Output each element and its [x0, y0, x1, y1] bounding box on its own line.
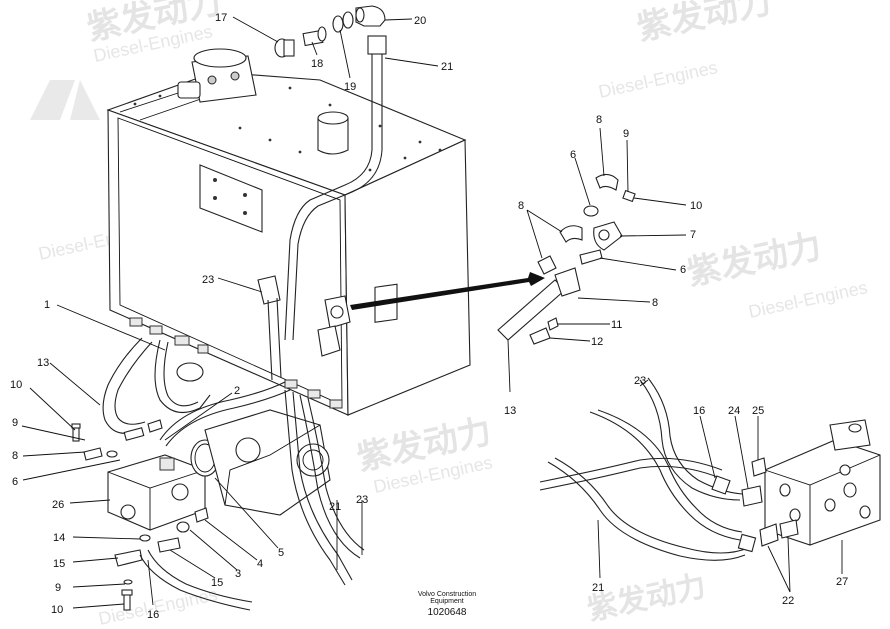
callout-18: 18	[311, 58, 323, 70]
callout-21: 21	[441, 61, 453, 73]
left-assembly	[71, 275, 365, 611]
callout-24: 24	[728, 405, 740, 417]
gear-housing-5	[204, 409, 331, 516]
tank-bottom-ports	[129, 317, 343, 409]
tube-8-lower	[497, 267, 581, 341]
callout-7: 7	[690, 229, 696, 241]
callout-5: 5	[278, 547, 284, 559]
fitting-22a	[759, 523, 779, 547]
flange-7	[593, 221, 623, 251]
port-detail-exploded	[497, 173, 636, 345]
callout-23: 23	[634, 375, 646, 387]
caption-company-sub: Equipment	[430, 598, 464, 605]
callout-10: 10	[10, 379, 22, 391]
washer-11	[547, 317, 559, 331]
callout-13: 13	[37, 357, 49, 369]
callout-16: 16	[147, 609, 159, 621]
callout-2: 2	[234, 385, 240, 397]
callout-13: 13	[504, 405, 516, 417]
callout-12: 12	[591, 336, 603, 348]
fitting-25	[751, 457, 767, 477]
callout-25: 25	[752, 405, 764, 417]
small-parts-lower	[114, 507, 209, 611]
pump-26	[107, 454, 206, 531]
callout-15: 15	[53, 558, 65, 570]
fitting-24	[741, 485, 763, 507]
fitting-19	[332, 11, 354, 33]
callout-11: 11	[611, 319, 622, 331]
fitting-21-end	[367, 35, 387, 55]
callout-8: 8	[518, 200, 524, 212]
callout-9: 9	[12, 417, 18, 429]
callout-8: 8	[596, 114, 602, 126]
callout-27: 27	[836, 576, 848, 588]
callout-21: 21	[329, 501, 341, 513]
watermark-logo-icon	[30, 80, 100, 120]
callout-23: 23	[202, 274, 214, 286]
callout-9: 9	[55, 582, 61, 594]
callout-6: 6	[570, 149, 576, 161]
callout-4: 4	[257, 558, 263, 570]
oring-6-upper	[583, 205, 599, 217]
callout-6: 6	[12, 476, 18, 488]
watermark-cn: 紫发动力	[684, 226, 825, 293]
callout-8: 8	[652, 297, 658, 309]
callout-1: 1	[44, 299, 50, 311]
drawing-number: 1020648	[427, 607, 467, 618]
watermark-en: Diesel-Engines	[597, 57, 720, 102]
callout-17: 17	[215, 12, 227, 24]
fitting-20	[355, 5, 386, 27]
callout-19: 19	[344, 81, 356, 93]
callout-14: 14	[53, 532, 65, 544]
callout-6: 6	[680, 264, 686, 276]
callout-26: 26	[52, 499, 64, 511]
bolt-9	[622, 189, 636, 203]
watermark-cn: 紫发动力	[584, 569, 709, 628]
callout-10: 10	[51, 604, 63, 616]
fitting-18	[302, 26, 327, 47]
leader-lines	[21, 16, 843, 609]
valve-block-27	[764, 419, 881, 546]
tank-port-fitting	[317, 295, 351, 357]
fitting-22b	[779, 519, 799, 539]
oring-6-lower	[579, 249, 603, 265]
callout-20: 20	[414, 15, 426, 27]
plug-8-left	[537, 255, 557, 275]
hydraulic-tank	[106, 48, 471, 416]
callout-21: 21	[592, 582, 604, 594]
callout-16: 16	[693, 405, 705, 417]
small-bolts-left	[71, 419, 163, 461]
valve-assembly	[539, 377, 881, 561]
callout-10: 10	[690, 200, 702, 212]
callout-22: 22	[782, 595, 794, 607]
callout-9: 9	[623, 128, 629, 140]
caption-company: Volvo Construction	[417, 591, 477, 598]
elbow-8-upper	[595, 173, 619, 191]
breather-filter	[317, 111, 349, 155]
callout-labels: 17 18 19 20 21 1 13 10 9 8 6 26 2 14 15 …	[10, 12, 848, 621]
fitting-17	[274, 38, 295, 58]
watermark-en: Diesel-Engines	[97, 584, 220, 629]
callout-3: 3	[235, 568, 241, 580]
callout-8: 8	[12, 450, 18, 462]
pipe-23-upper	[257, 275, 282, 381]
top-pump-assembly	[177, 48, 257, 103]
watermark-cn: 紫发动力	[634, 0, 775, 49]
callout-15: 15	[211, 577, 223, 589]
detail-arrow	[350, 272, 545, 310]
elbow-8-left	[559, 225, 583, 243]
watermark-en: Diesel-Engines	[747, 277, 870, 322]
top-fittings	[274, 5, 387, 58]
bolt-12	[529, 327, 551, 345]
callout-23: 23	[356, 494, 368, 506]
